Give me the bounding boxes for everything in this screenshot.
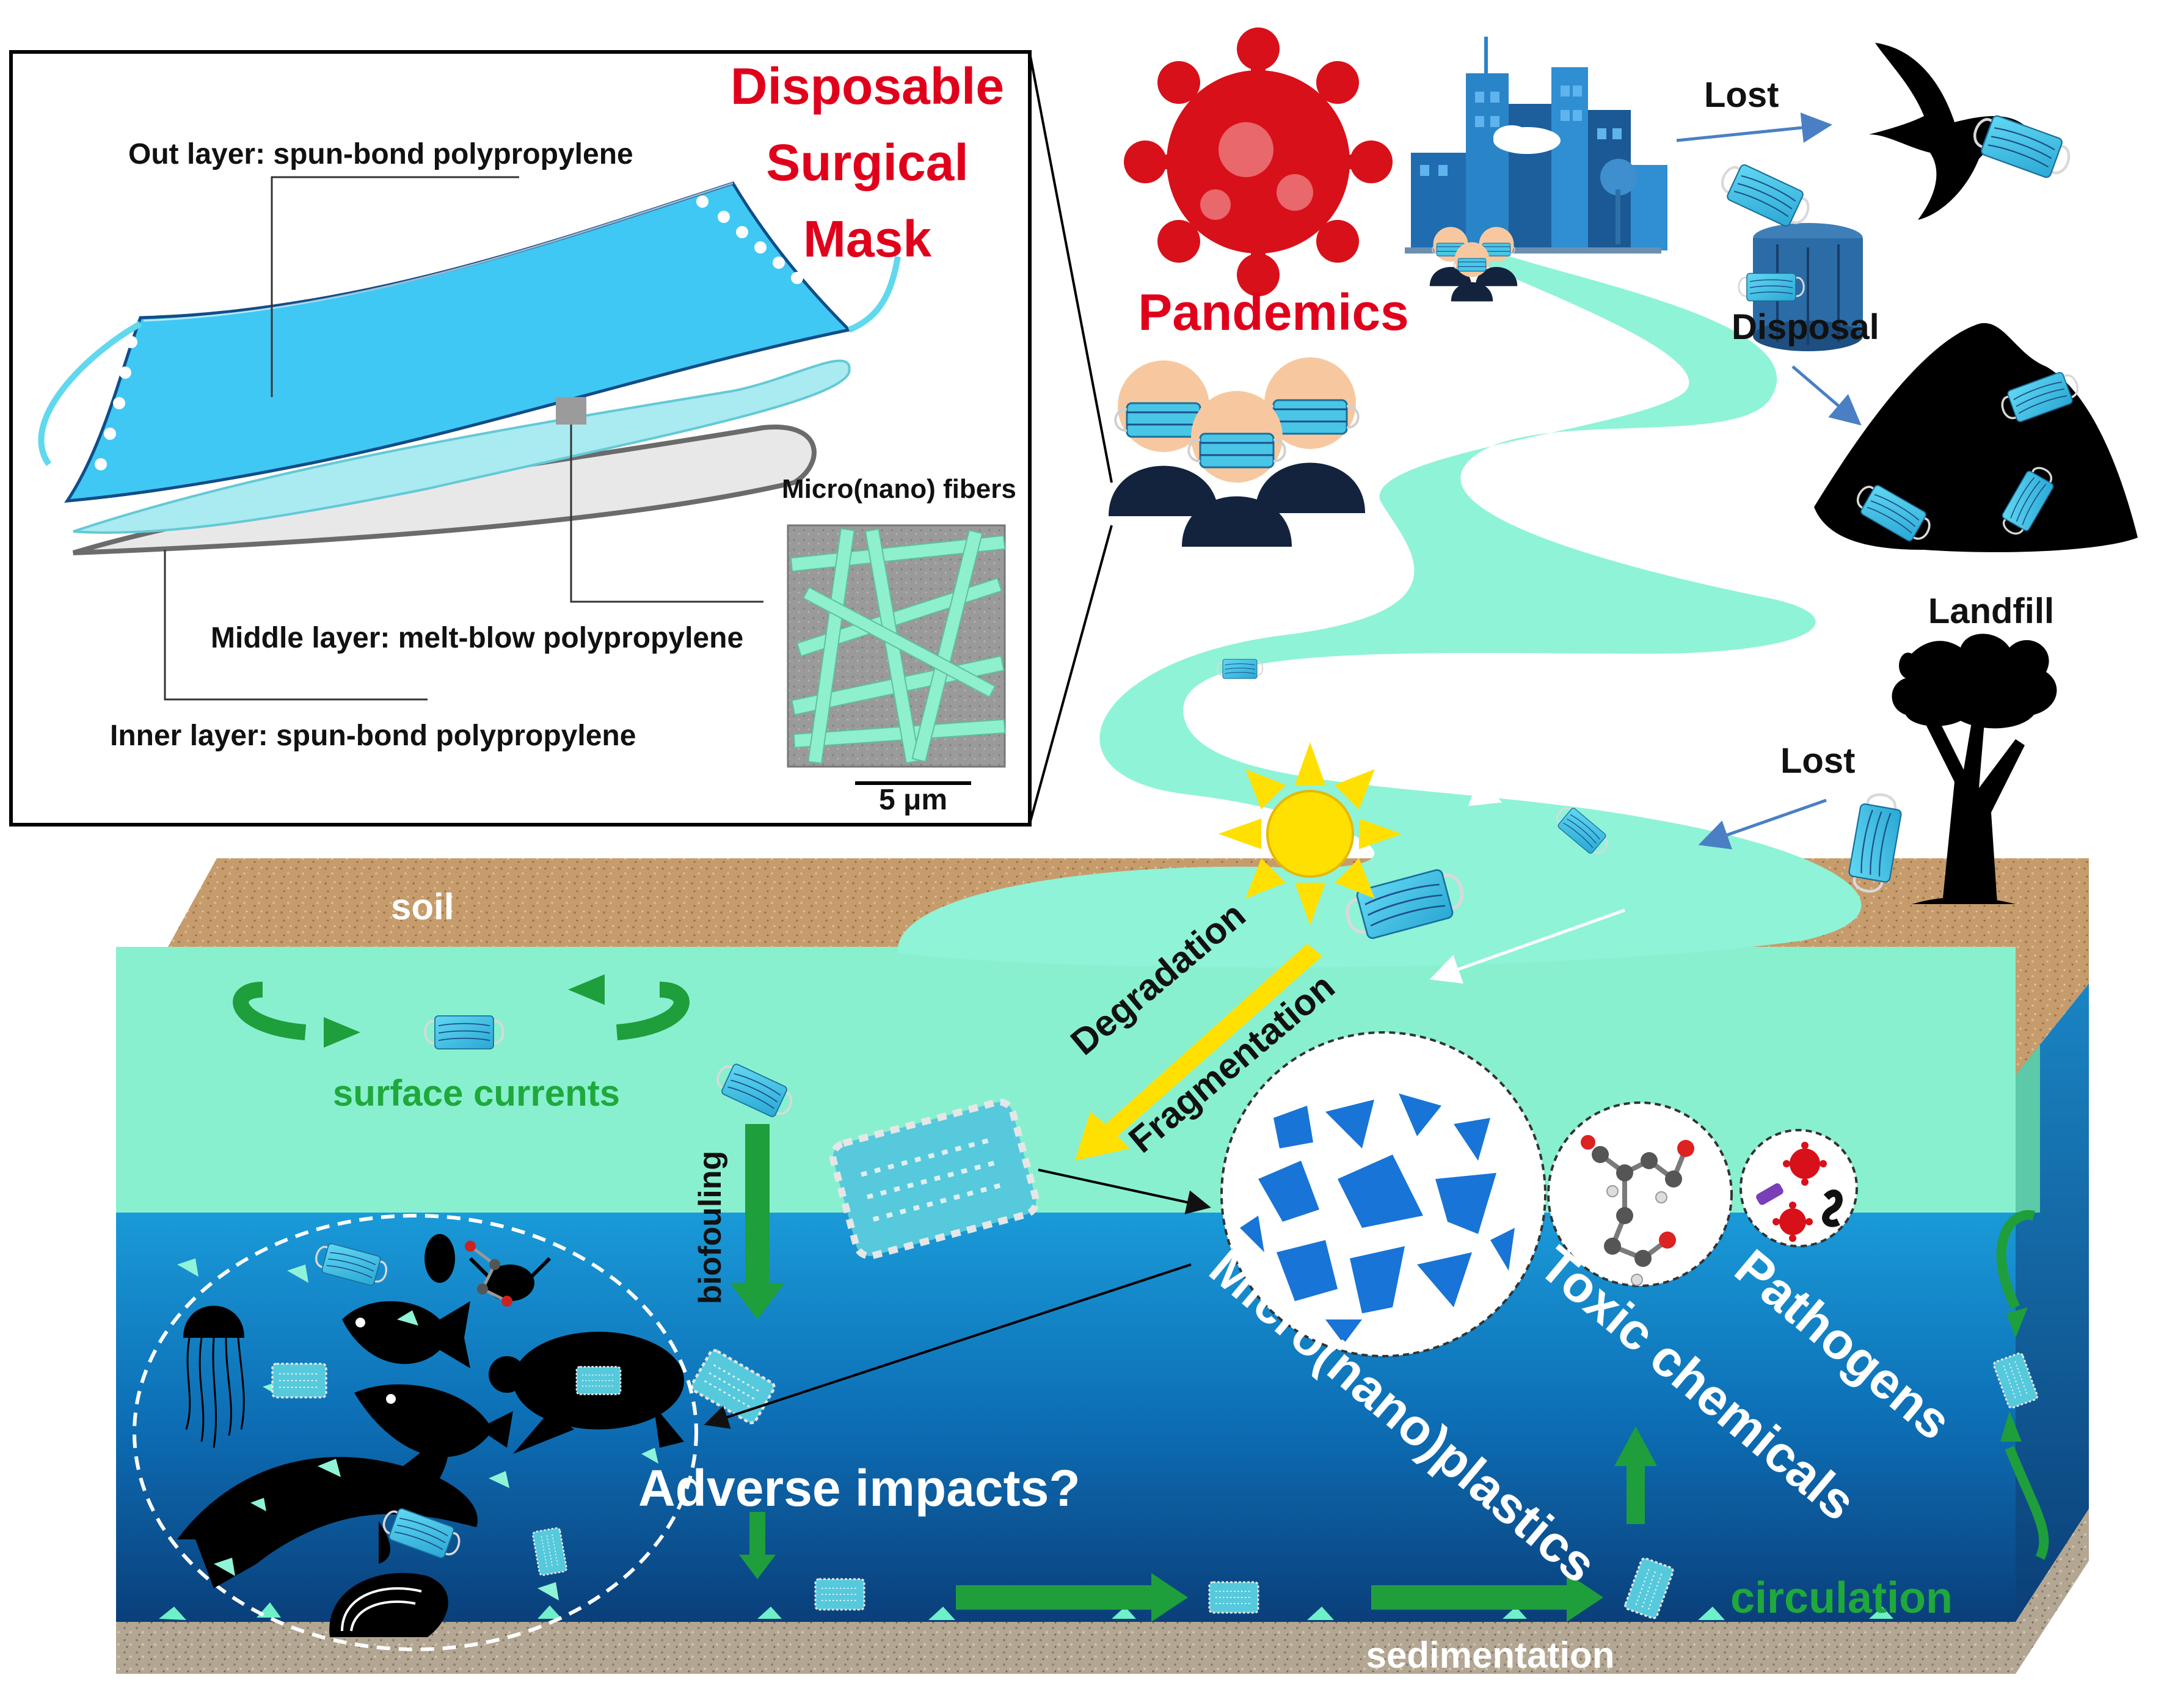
flow-arrow	[1429, 908, 1625, 984]
biofouling-arrow	[730, 1124, 785, 1319]
pandemics-label: Pandemics	[1138, 283, 1409, 341]
mask-title-line2: Surgical	[766, 134, 968, 191]
zoom-line-bottom	[1029, 525, 1113, 824]
city-icon	[1405, 37, 1667, 254]
surface-water-side	[2016, 1045, 2040, 1213]
circulation-label: circulation	[1730, 1574, 1953, 1622]
sediment-side	[2016, 1509, 2089, 1674]
sediment-mask	[1208, 1581, 1259, 1614]
soil-label: soil	[391, 886, 454, 927]
zoom-line-top	[1029, 53, 1113, 483]
inner-layer-label: Inner layer: spun-bond polypropylene	[110, 720, 636, 752]
pathogens-circle	[1740, 1129, 1858, 1247]
lost-arrow-right	[1698, 798, 1827, 850]
bird-icon	[1869, 43, 2028, 220]
molecule-icon	[465, 1241, 512, 1307]
sedimentation-label: sedimentation	[1366, 1635, 1615, 1676]
bottom-arrow-1	[956, 1573, 1188, 1622]
fouled-mask	[575, 1366, 622, 1395]
lost-arrow-top	[1676, 112, 1832, 143]
biofouling-label: biofouling	[693, 1151, 728, 1304]
sediment-mask	[814, 1578, 865, 1611]
river	[897, 244, 1862, 968]
bottom-arrow-2	[1371, 1573, 1603, 1622]
mask-icon	[424, 1015, 505, 1050]
landfill-icon	[1814, 323, 2138, 552]
lost-label-top: Lost	[1704, 75, 1779, 115]
surface-currents-label: surface currents	[333, 1073, 620, 1114]
landfill-label: Landfill	[1928, 591, 2054, 631]
virus-icon	[1772, 1142, 1827, 1242]
rising-arrow	[1614, 1426, 1657, 1524]
middle-layer-label: Middle layer: melt-blow polypropylene	[211, 622, 743, 654]
mussel-icon	[329, 1572, 448, 1637]
surface-current-arrows	[233, 982, 690, 1040]
leader-out-layer	[271, 176, 519, 397]
mask-title-line3: Mask	[803, 210, 931, 268]
leader-inner-layer	[164, 550, 428, 701]
to-microplastics-arrow	[1038, 1169, 1211, 1214]
surface-water	[116, 947, 2016, 1213]
degradation-arrow	[1075, 944, 1322, 1161]
adverse-impacts-label: Adverse impacts?	[638, 1459, 1080, 1517]
person-icon	[1181, 390, 1293, 548]
scale-bar-label: 5 μm	[879, 784, 947, 816]
virus-icon	[1124, 27, 1393, 296]
organisms-circle	[133, 1214, 698, 1651]
sun-icon	[1219, 742, 1402, 925]
fibers-label: Micro(nano) fibers	[782, 474, 1016, 504]
mask-icon	[1216, 659, 1264, 679]
out-layer-label: Out layer: spun-bond polypropylene	[128, 138, 633, 170]
soil-side	[2016, 858, 2089, 1075]
fouled-mask	[271, 1362, 327, 1399]
flow-arrow	[1331, 737, 1503, 806]
molecule-icon	[1581, 1135, 1694, 1286]
mask-layers-illustration	[38, 181, 901, 555]
microplastics-circle	[1220, 1031, 1546, 1357]
tree-icon	[1892, 633, 2057, 904]
crab-icon	[424, 1234, 552, 1301]
lost-label-right: Lost	[1780, 741, 1855, 781]
mask-icon	[1738, 272, 1805, 302]
bacteria-icon	[1756, 1183, 1783, 1205]
circulation-arrows	[1996, 1210, 2049, 1560]
leader-middle-layer	[570, 425, 763, 603]
disposal-arrow	[1791, 365, 1862, 426]
mask-icon	[1716, 159, 1815, 232]
mask-title-line1: Disposable	[730, 57, 1004, 115]
sinking-arrow	[739, 1512, 776, 1579]
jellyfish-icon	[183, 1305, 245, 1448]
dolphin-icon	[177, 1429, 478, 1588]
toxic-chemicals-circle	[1547, 1101, 1733, 1287]
organisms	[177, 1234, 684, 1637]
people-with-masks	[1107, 356, 1366, 548]
fiber-micrograph	[787, 524, 1006, 785]
to-organisms-arrow	[704, 1263, 1192, 1429]
disposal-label: Disposal	[1732, 307, 1879, 347]
